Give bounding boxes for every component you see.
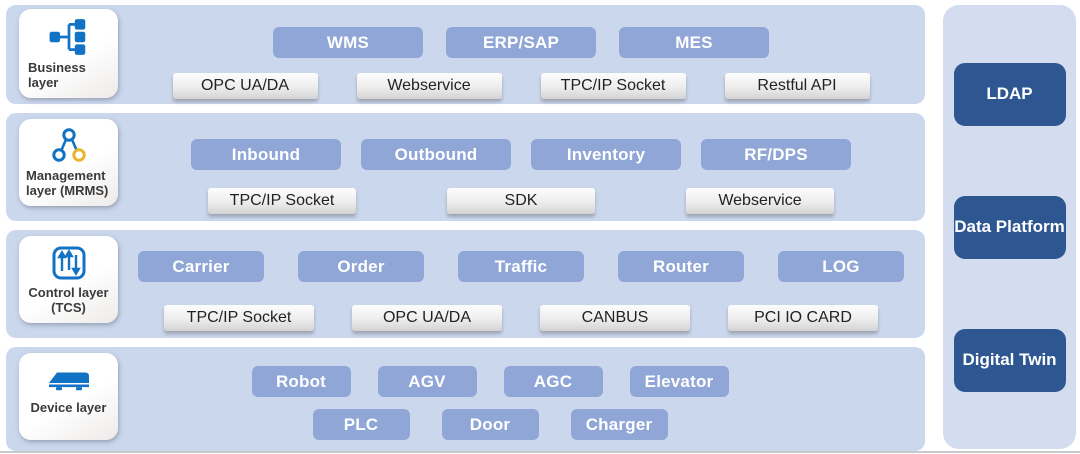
cross-layer-sidebar: LDAP Data Platform Digital Twin — [943, 5, 1076, 449]
control-protocol-row: TPC/IP Socket OPC UA/DA CANBUS PCI IO CA… — [164, 305, 878, 331]
device-app-row-1: Robot AGV AGC Elevator — [251, 366, 729, 397]
protocol-box-tpc-ip-socket: TPC/IP Socket — [540, 73, 686, 99]
layer-panel-business: Business layer WMS ERP/SAP MES OPC UA/DA… — [6, 5, 925, 104]
layer-panel-control: Control layer (TCS) Carrier Order Traffi… — [6, 230, 925, 338]
protocol-box-tpc-ip-socket: TPC/IP Socket — [164, 305, 314, 331]
app-box-plc: PLC — [312, 409, 410, 440]
protocol-box-pci-io-card: PCI IO CARD — [728, 305, 878, 331]
bottom-divider — [0, 451, 1080, 453]
app-box-agc: AGC — [503, 366, 603, 397]
layer-panel-management: Management layer (MRMS) Inbound Outbound… — [6, 113, 925, 221]
protocol-box-webservice: Webservice — [686, 188, 834, 214]
control-layer-badge: Control layer (TCS) — [19, 236, 118, 323]
app-box-outbound: Outbound — [361, 139, 511, 170]
protocol-box-tpc-ip-socket: TPC/IP Socket — [208, 188, 356, 214]
protocol-box-opc-ua-da: OPC UA/DA — [352, 305, 502, 331]
app-box-elevator: Elevator — [629, 366, 729, 397]
app-box-robot: Robot — [251, 366, 351, 397]
hierarchy-icon — [48, 16, 90, 58]
business-protocol-row: OPC UA/DA Webservice TPC/IP Socket Restf… — [172, 73, 870, 99]
app-box-inbound: Inbound — [191, 139, 341, 170]
layer-label: Control layer (TCS) — [28, 285, 109, 316]
device-layer-badge: Device layer — [19, 353, 118, 440]
app-box-order: Order — [298, 251, 424, 282]
app-box-agv: AGV — [377, 366, 477, 397]
management-protocol-row: TPC/IP Socket SDK Webservice — [208, 188, 834, 214]
side-box-data-platform: Data Platform — [953, 195, 1066, 259]
layer-label: Device layer — [30, 400, 107, 415]
side-box-digital-twin: Digital Twin — [953, 328, 1066, 392]
layer-label: Management layer (MRMS) — [26, 168, 109, 199]
layer-stack: Business layer WMS ERP/SAP MES OPC UA/DA… — [6, 5, 925, 451]
app-box-erp-sap: ERP/SAP — [446, 27, 596, 58]
protocol-box-canbus: CANBUS — [540, 305, 690, 331]
app-box-router: Router — [618, 251, 744, 282]
protocol-box-restful-api: Restful API — [724, 73, 870, 99]
business-app-row: WMS ERP/SAP MES — [273, 27, 769, 58]
business-layer-badge: Business layer — [19, 9, 118, 98]
layer-panel-device: Device layer Robot AGV AGC Elevator PLC … — [6, 347, 925, 451]
side-box-ldap: LDAP — [953, 62, 1066, 126]
device-app-row-2: PLC Door Charger — [312, 409, 668, 440]
protocol-box-webservice: Webservice — [356, 73, 502, 99]
app-box-rf-dps: RF/DPS — [701, 139, 851, 170]
app-box-charger: Charger — [570, 409, 668, 440]
agv-icon — [46, 368, 92, 394]
app-box-carrier: Carrier — [138, 251, 264, 282]
layer-label: Business layer — [28, 60, 86, 91]
app-box-inventory: Inventory — [531, 139, 681, 170]
management-app-row: Inbound Outbound Inventory RF/DPS — [191, 139, 851, 170]
protocol-box-opc-ua-da: OPC UA/DA — [172, 73, 318, 99]
org-chart-icon — [49, 126, 89, 166]
app-box-door: Door — [441, 409, 539, 440]
management-layer-badge: Management layer (MRMS) — [19, 119, 118, 206]
control-app-row: Carrier Order Traffic Router LOG — [138, 251, 904, 282]
app-box-traffic: Traffic — [458, 251, 584, 282]
app-box-mes: MES — [619, 27, 769, 58]
sliders-icon — [49, 243, 89, 283]
app-box-wms: WMS — [273, 27, 423, 58]
app-box-log: LOG — [778, 251, 904, 282]
protocol-box-sdk: SDK — [447, 188, 595, 214]
